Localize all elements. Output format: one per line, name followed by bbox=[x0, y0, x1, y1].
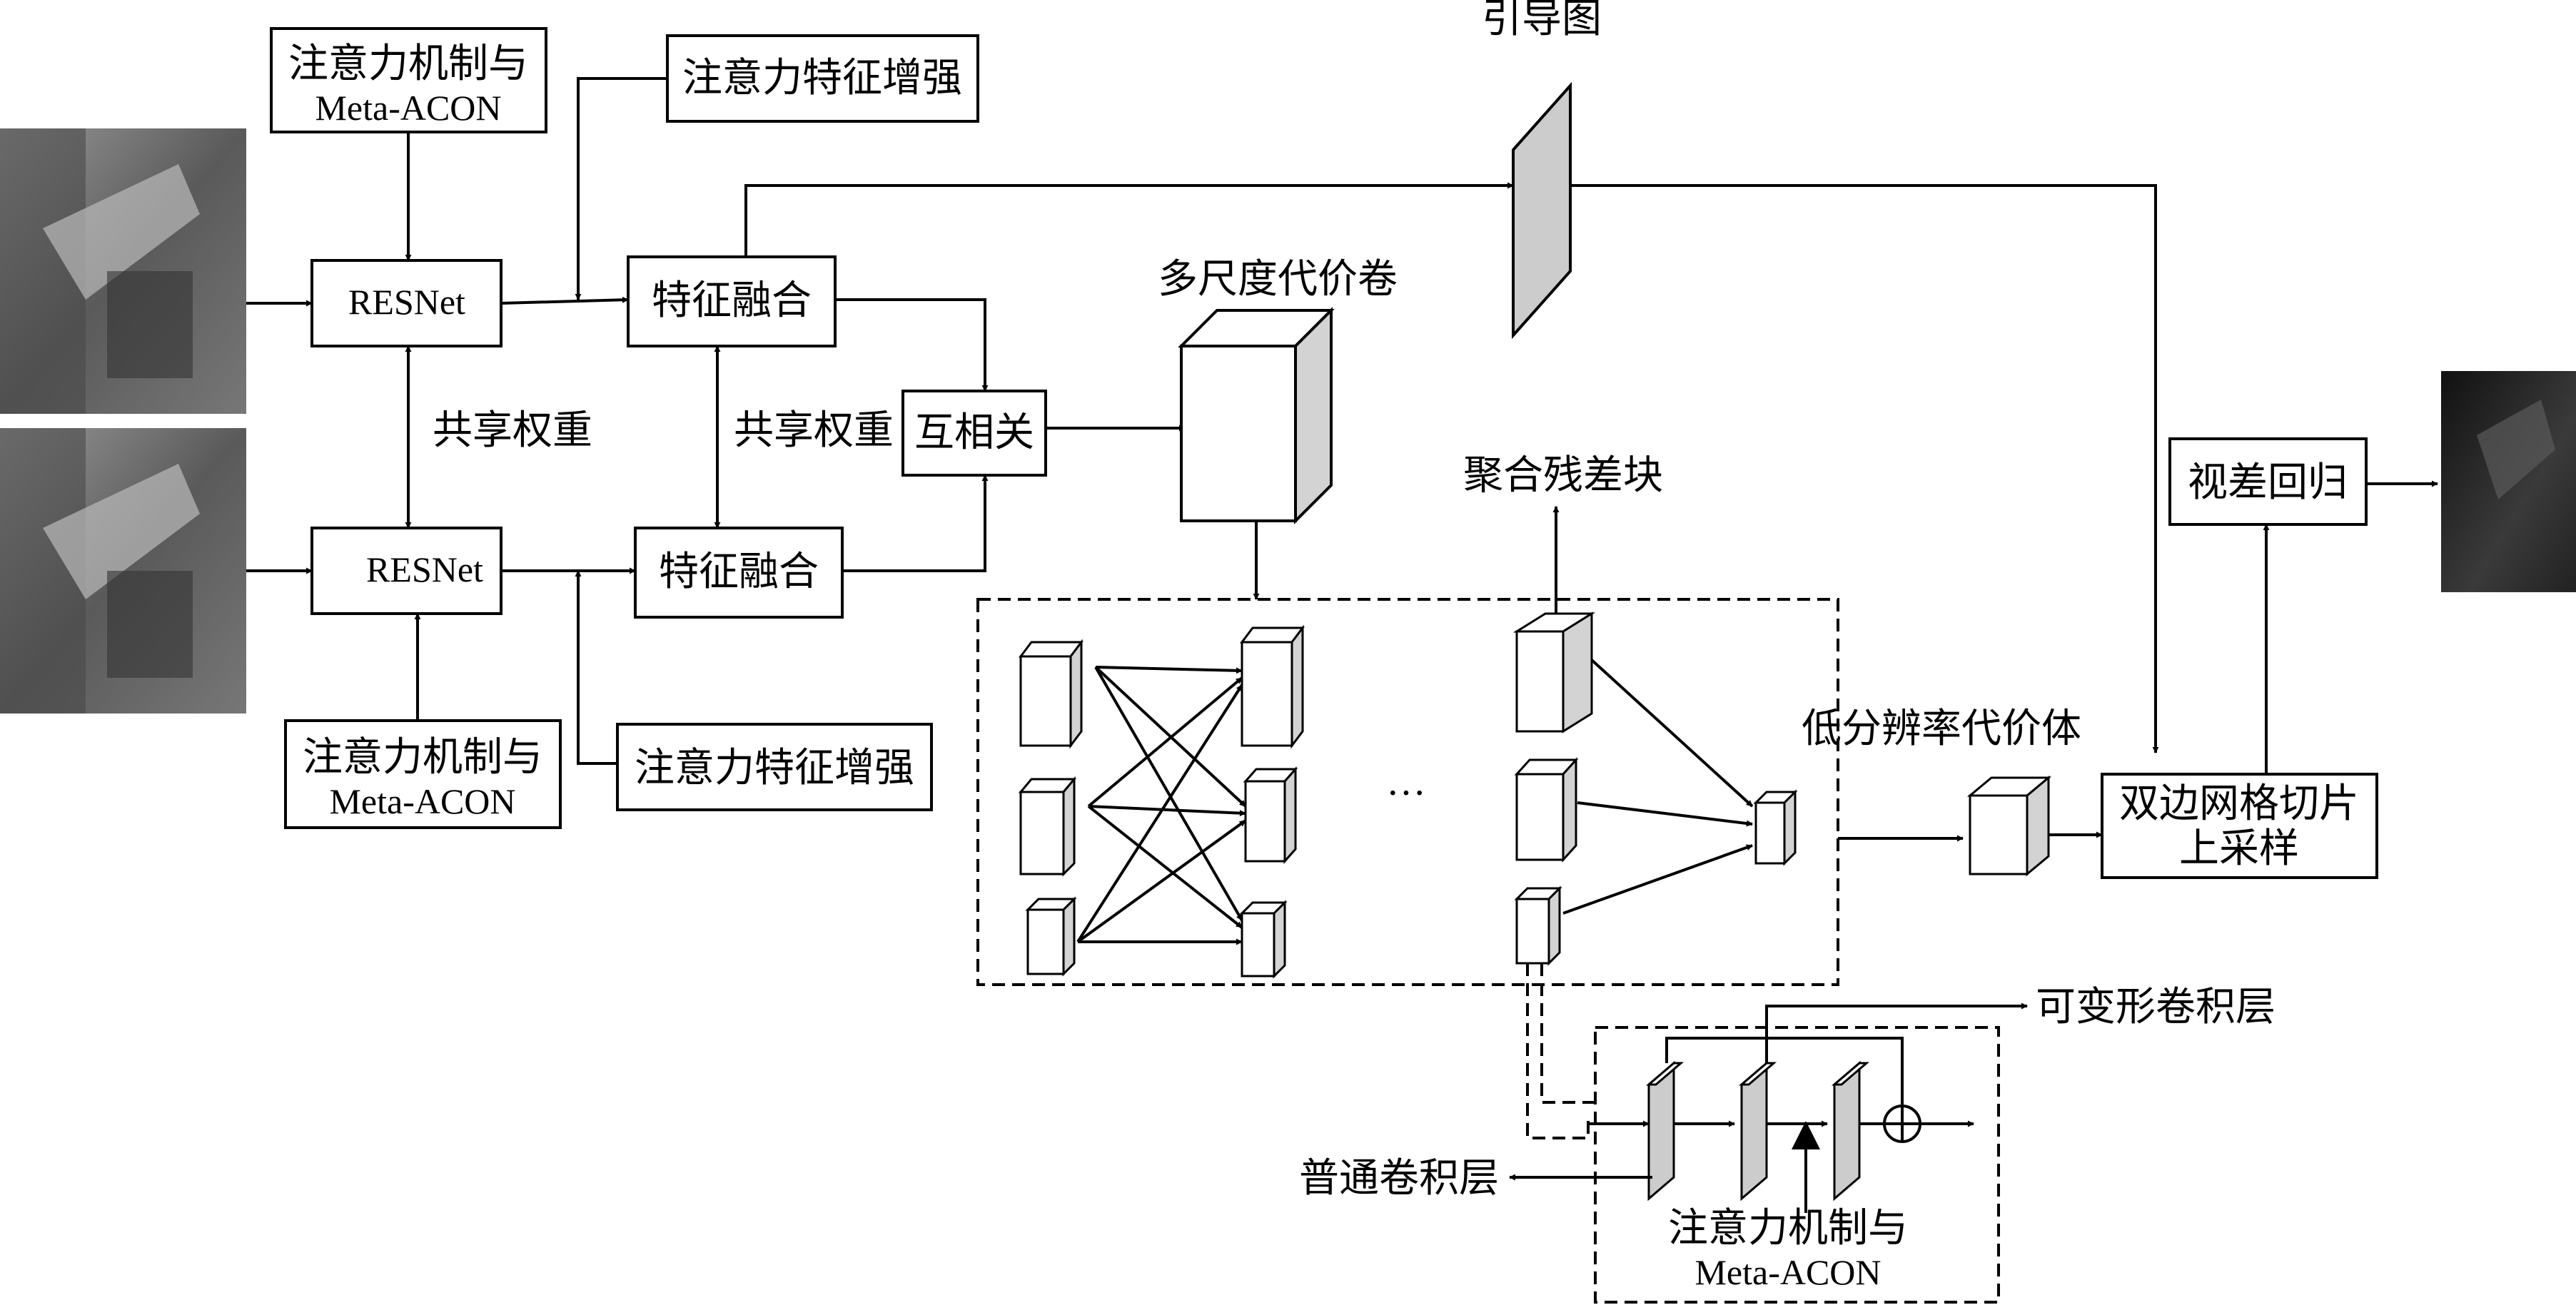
guide-map-label: 引导图 bbox=[1482, 0, 1602, 41]
attn-acon-box-bottom: 注意力机制与 Meta-ACON bbox=[284, 719, 562, 829]
feat-fusion-top-label: 特征融合 bbox=[652, 279, 812, 323]
resnet-bottom-label: RESNet bbox=[366, 549, 483, 589]
inset-conv-layers bbox=[1645, 1060, 1870, 1202]
attn-acon-bottom-line1: 注意力机制与 bbox=[303, 736, 542, 780]
feat-fusion-box-top: 特征融合 bbox=[627, 255, 837, 347]
low-res-cost-volume-label: 低分辨率代价体 bbox=[1802, 707, 2081, 751]
bilateral-line2: 上采样 bbox=[2179, 827, 2299, 871]
resnet-box-bottom: RESNet bbox=[310, 527, 502, 615]
disparity-regression-label: 视差回归 bbox=[2188, 461, 2348, 505]
attn-acon-bottom-line2: Meta-ACON bbox=[329, 781, 515, 821]
inset-attn-line1: 注意力机制与 bbox=[1668, 1207, 1908, 1251]
attn-feat-bottom-label: 注意力特征增强 bbox=[635, 746, 914, 791]
agg-cubes-col3 bbox=[1512, 611, 1798, 966]
attn-feat-box-bottom: 注意力特征增强 bbox=[616, 723, 933, 811]
bilateral-line1: 双边网格切片 bbox=[2119, 782, 2359, 826]
bilateral-grid-box: 双边网格切片 上采样 bbox=[2101, 773, 2378, 879]
attn-acon-box-top: 注意力机制与 Meta-ACON bbox=[270, 27, 547, 133]
resnet-top-label: RESNet bbox=[348, 282, 465, 322]
left-input-image bbox=[0, 128, 246, 414]
feat-fusion-box-bottom: 特征融合 bbox=[634, 527, 844, 619]
disparity-regression-box: 视差回归 bbox=[2168, 437, 2368, 526]
guide-map-shape bbox=[1512, 81, 1572, 340]
deformable-conv-label: 可变形卷积层 bbox=[2036, 985, 2276, 1030]
cross-correlation-label: 互相关 bbox=[914, 411, 1034, 455]
feat-fusion-bottom-label: 特征融合 bbox=[659, 550, 819, 594]
shared-weights-left-label: 共享权重 bbox=[433, 409, 592, 453]
attn-feat-box-top: 注意力特征增强 bbox=[666, 34, 979, 123]
agg-cross-arrows bbox=[1076, 666, 1247, 945]
right-input-image bbox=[0, 428, 246, 714]
shared-weights-right-label: 共享权重 bbox=[734, 409, 894, 453]
multiscale-cost-volume-label: 多尺度代价卷 bbox=[1158, 258, 1398, 302]
attn-feat-top-label: 注意力特征增强 bbox=[682, 56, 962, 101]
agg-merge-arrows bbox=[1562, 659, 1754, 915]
inset-dashed-link-1 bbox=[1526, 963, 1590, 1139]
agg-cubes-col1 bbox=[1018, 639, 1084, 977]
cross-correlation-box: 互相关 bbox=[901, 390, 1047, 477]
attn-acon-top-line1: 注意力机制与 bbox=[288, 42, 528, 86]
aggregation-dashed-region bbox=[976, 598, 1839, 986]
inset-attn-line2: Meta-ACON bbox=[1694, 1252, 1881, 1292]
output-disparity-image bbox=[2441, 371, 2576, 592]
agg-residual-block-label: 聚合残差块 bbox=[1463, 454, 1663, 498]
resnet-box-top: RESNet bbox=[310, 259, 502, 347]
low-res-cost-volume-cube bbox=[1966, 775, 2052, 877]
multiscale-cost-volume-cube bbox=[1178, 307, 1335, 524]
inset-dashed-link-2 bbox=[1540, 963, 1595, 1104]
ellipsis-label: ··· bbox=[1386, 771, 1426, 816]
agg-cubes-col2 bbox=[1239, 624, 1305, 979]
connector-lines-left bbox=[246, 77, 1514, 765]
regular-conv-label: 普通卷积层 bbox=[1299, 1157, 1499, 1201]
attn-acon-top-line2: Meta-ACON bbox=[315, 88, 501, 128]
inset-dashed-module bbox=[1594, 1026, 2000, 1304]
